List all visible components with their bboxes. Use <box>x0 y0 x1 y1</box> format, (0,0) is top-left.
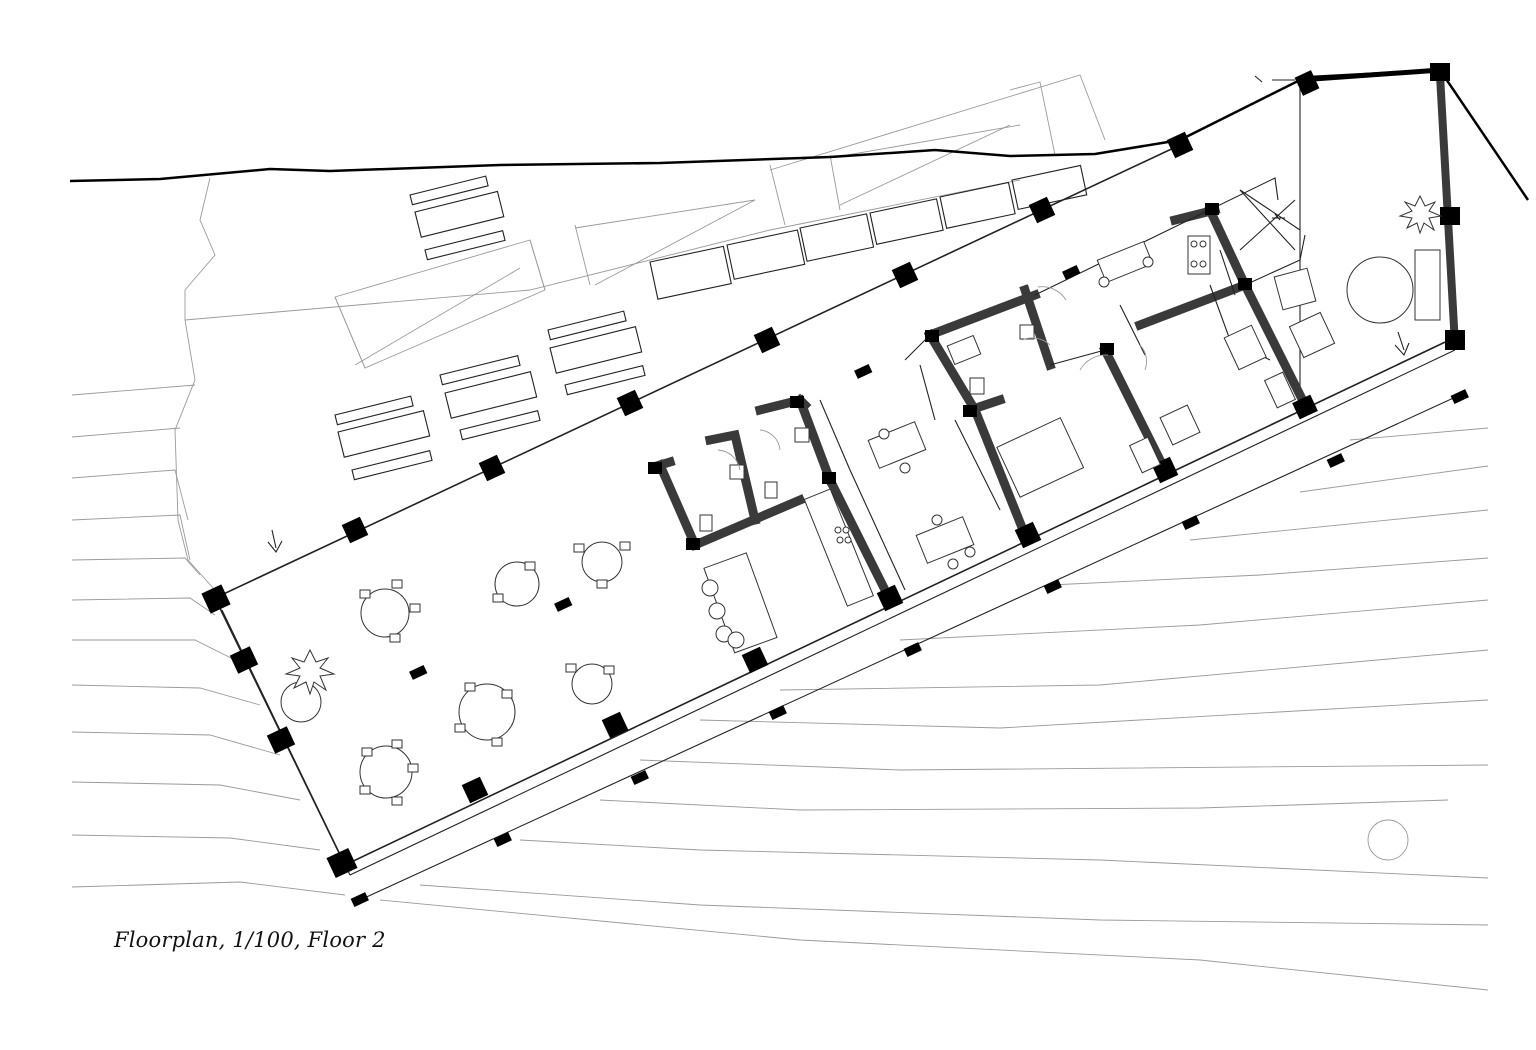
structural-columns <box>201 63 1469 908</box>
interior-walls <box>654 67 1460 607</box>
potted-plant-icon <box>284 648 336 696</box>
outdoor-benches <box>334 175 646 481</box>
drawing-caption: Floorplan, 1/100, Floor 2 <box>114 928 386 952</box>
potted-plant-icon <box>1398 194 1443 235</box>
north-arrow-icon <box>1254 75 1295 221</box>
apartment-furniture <box>996 235 1441 861</box>
bathroom-fixtures <box>699 324 1035 532</box>
dining-furniture <box>280 421 976 806</box>
door-swings <box>717 286 1147 471</box>
terrain-contours-left <box>71 384 346 896</box>
entrance-arrow-icon <box>267 529 283 553</box>
partitions <box>819 177 1306 591</box>
terrace-parking <box>334 124 1088 369</box>
terrain-contours-right <box>379 427 1489 991</box>
entrance-arrow-icon <box>1394 331 1410 357</box>
